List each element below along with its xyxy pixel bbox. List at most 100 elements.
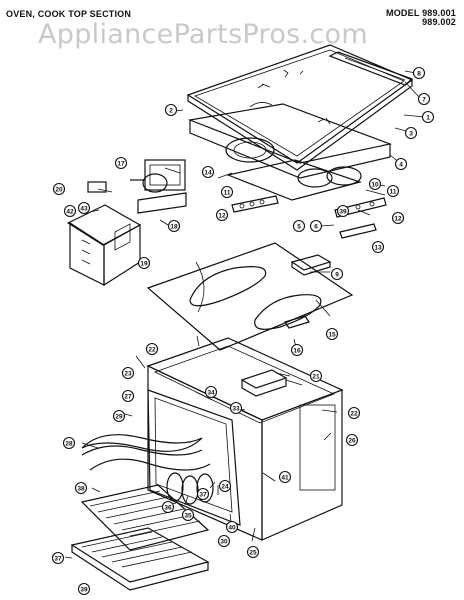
callout-43 <box>77 201 91 215</box>
cooktop-glass <box>186 44 414 171</box>
callout-21 <box>309 369 323 383</box>
watermark: AppliancePartsPros.com <box>38 19 368 50</box>
callout-33-label: 33 <box>232 406 240 413</box>
callout-22-top-label: 22 <box>148 347 156 354</box>
lock-motor-assembly <box>66 159 187 287</box>
callout-39-label: 39 <box>339 209 347 216</box>
callout-10 <box>368 177 382 191</box>
callout-41 <box>278 470 292 484</box>
callout-40 <box>225 520 239 534</box>
callout-33 <box>229 401 243 415</box>
callout-41-label: 41 <box>281 475 289 482</box>
callout-20 <box>52 182 66 196</box>
callout-7 <box>417 92 431 106</box>
callout-1-label: 1 <box>426 115 430 122</box>
callout-6 <box>309 219 323 233</box>
callout-11-left <box>220 185 234 199</box>
callout-38-mid <box>196 487 210 501</box>
callout-5-label: 5 <box>297 224 301 231</box>
callout-22-top <box>145 342 159 356</box>
callout-23-label: 23 <box>124 371 132 378</box>
callout-35 <box>181 508 195 522</box>
callout-8 <box>412 66 426 80</box>
callout-4 <box>394 157 408 171</box>
callout-3 <box>404 126 418 140</box>
callout-12-right <box>391 211 405 225</box>
callout-17-label: 17 <box>117 161 125 168</box>
callout-7-label: 7 <box>422 97 426 104</box>
section-title: OVEN, COOK TOP SECTION <box>6 9 132 19</box>
callout-23 <box>121 366 135 380</box>
callout-28-label: 28 <box>65 441 73 448</box>
callout-13 <box>371 240 385 254</box>
callout-34-label: 34 <box>207 390 215 397</box>
callout-15 <box>325 327 339 341</box>
callout-1 <box>421 110 435 124</box>
callout-29-label: 29 <box>115 414 123 421</box>
callout-27-label: 25 <box>249 550 257 557</box>
callout-38-label: 37 <box>54 556 62 563</box>
callout-24-label: 24 <box>221 484 229 491</box>
callout-26-label: 27 <box>124 394 132 401</box>
bake-element <box>81 434 211 471</box>
callout-15-label: 15 <box>328 332 336 339</box>
callout-circles: 8 7 1 3 4 2 14 10 11 11 12 12 13 39 5 6 … <box>51 66 435 596</box>
callout-17 <box>114 156 128 170</box>
insulation-panel <box>146 242 354 351</box>
callout-14 <box>201 165 215 179</box>
callout-16 <box>290 343 304 357</box>
callout-27 <box>246 545 260 559</box>
leader-lines <box>64 70 426 588</box>
callout-9-label: 9 <box>335 272 339 279</box>
callout-43-label: 43 <box>80 206 88 213</box>
callout-9-small <box>336 204 350 218</box>
callout-20-label: 20 <box>55 187 63 194</box>
callout-12-left-label: 12 <box>218 213 226 220</box>
callout-36-label: 36 <box>164 505 172 512</box>
oven-racks <box>70 484 210 591</box>
callout-14-label: 14 <box>204 170 212 177</box>
callout-25-label: 26 <box>348 438 356 445</box>
callout-36 <box>161 500 175 514</box>
model-number: MODEL 989.001 <box>386 8 456 18</box>
callout-26 <box>121 389 135 403</box>
callout-10-label: 10 <box>371 182 379 189</box>
callout-30 <box>217 534 231 548</box>
callout-37-label: 38 <box>77 486 85 493</box>
callout-39-bottom-label: 39 <box>80 587 88 594</box>
callout-3-label: 3 <box>409 131 413 138</box>
oven-body <box>146 337 344 541</box>
trim-strip <box>328 51 414 86</box>
callout-18 <box>167 219 181 233</box>
callout-30-label: 30 <box>220 539 228 546</box>
callout-13-label: 13 <box>374 245 382 252</box>
callout-2-label: 2 <box>169 108 173 115</box>
callout-16-label: 16 <box>293 348 301 355</box>
callout-12-right-label: 12 <box>394 216 402 223</box>
callout-37 <box>74 481 88 495</box>
callout-19-label: 19 <box>140 261 148 268</box>
callout-39 <box>77 582 91 596</box>
callout-29 <box>112 409 126 423</box>
callout-11-right-label: 11 <box>390 189 397 196</box>
callout-9 <box>330 267 344 281</box>
switch-bracket <box>231 195 387 239</box>
callout-18-label: 18 <box>170 224 178 231</box>
callout-25 <box>345 433 359 447</box>
callout-5 <box>292 219 306 233</box>
burner-box <box>187 103 393 201</box>
callout-4-label: 4 <box>399 162 403 169</box>
callout-24 <box>218 479 232 493</box>
callout-42 <box>63 204 77 218</box>
callout-35-label: 35 <box>184 513 192 520</box>
callout-38 <box>51 551 65 565</box>
callout-19 <box>137 256 151 270</box>
callout-8-label: 8 <box>417 71 421 78</box>
callout-21-label: 21 <box>312 374 320 381</box>
callout-11-right <box>386 184 400 198</box>
callout-12-left <box>215 208 229 222</box>
callout-11-left-label: 11 <box>224 190 231 197</box>
callout-34 <box>204 385 218 399</box>
